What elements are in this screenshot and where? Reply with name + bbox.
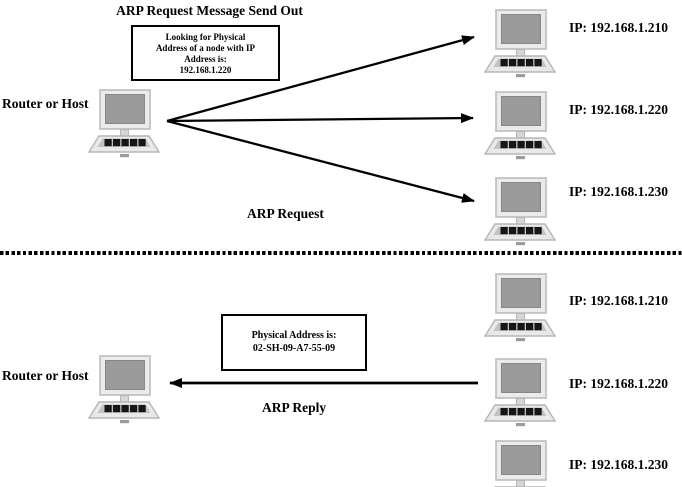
message-line: Looking for Physical — [165, 32, 246, 42]
arp-request-label: ARP Request — [247, 206, 324, 221]
arp-reply-label: ARP Reply — [262, 400, 327, 415]
router-label-bottom: Router or Host — [2, 368, 89, 383]
host-computer-icon-220-top — [482, 91, 558, 161]
ip-label-210-bottom: IP: 192.168.1.210 — [569, 293, 668, 308]
host-computer-icon-210-bottom — [482, 273, 558, 343]
arp-request-arrow-2 — [166, 113, 474, 124]
dotted-separator — [0, 251, 682, 255]
host-computer-icon-230-bottom — [482, 440, 558, 487]
host-computer-icon-230-top — [482, 177, 558, 247]
message-line: Address of a node with IP — [155, 43, 256, 53]
host-computer-icon-220-bottom — [482, 358, 558, 428]
section-title-arp-request: ARP Request Message Send Out — [116, 3, 303, 18]
message-line: 192.168.1.220 — [179, 65, 232, 75]
ip-label-220-top: IP: 192.168.1.220 — [569, 102, 668, 117]
router-computer-icon-top — [86, 89, 162, 159]
message-line: 02-SH-09-A7-55-09 — [252, 342, 336, 354]
router-label-top: Router or Host — [2, 96, 89, 111]
host-computer-icon-210-top — [482, 9, 558, 79]
message-line: Physical Address is: — [251, 330, 337, 341]
message-line: Address is: — [184, 54, 227, 64]
ip-label-220-bottom: IP: 192.168.1.220 — [569, 376, 668, 391]
arp-request-arrow-3 — [166, 119, 475, 203]
ip-label-230-top: IP: 192.168.1.230 — [569, 184, 668, 199]
arp-reply-message-box: Physical Address is: 02-SH-09-A7-55-09 — [221, 314, 367, 371]
router-computer-icon-bottom — [86, 355, 162, 425]
ip-label-210-top: IP: 192.168.1.210 — [569, 20, 668, 35]
ip-label-230-bottom: IP: 192.168.1.230 — [569, 457, 668, 472]
arp-request-message-box: Looking for Physical Address of a node w… — [131, 25, 280, 81]
